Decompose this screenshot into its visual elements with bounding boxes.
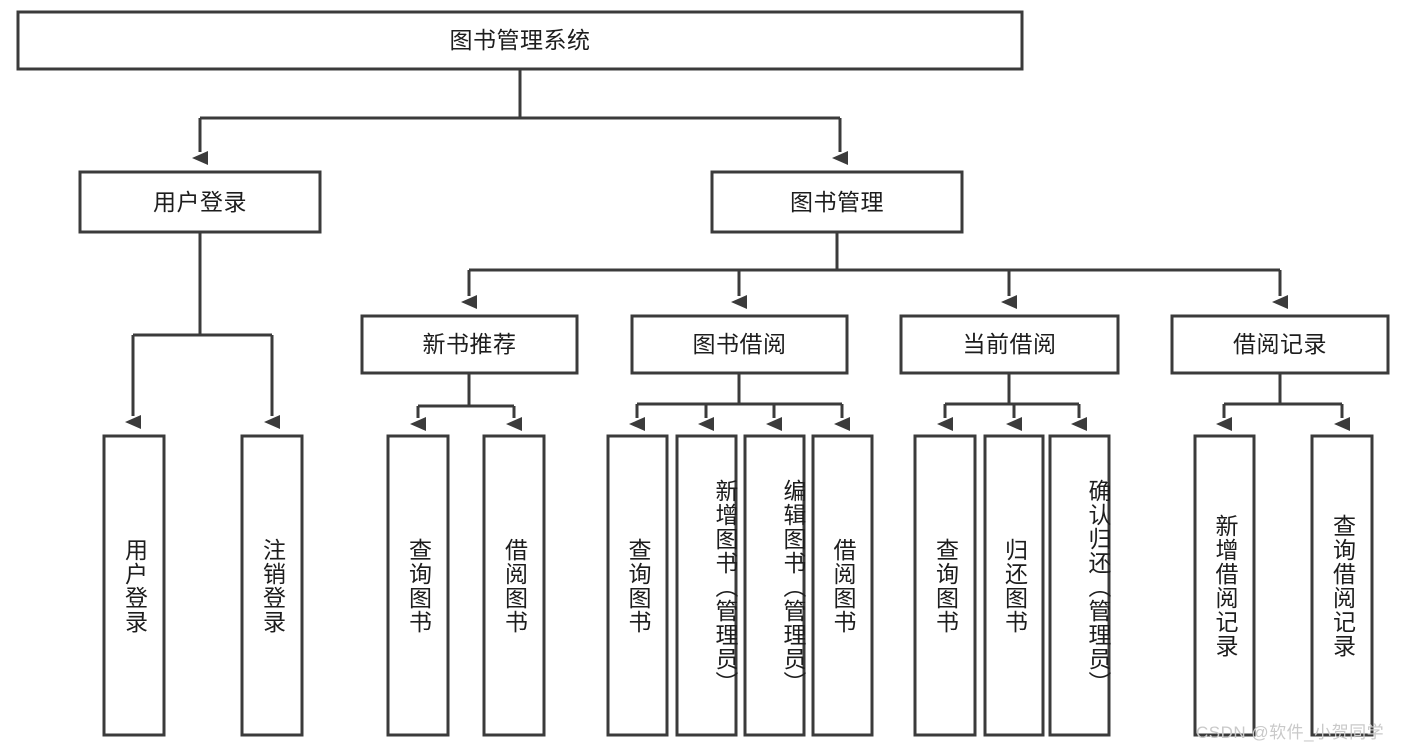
node-box-book-borrow[interactable] [630, 314, 849, 375]
node-box-leaf-add-book[interactable] [675, 434, 738, 737]
connector-new-book-recommend-to-leaves [410, 373, 522, 431]
node-box-leaf-borrow-book-recommend[interactable] [482, 434, 546, 737]
connector-borrow-record-to-leaves [1216, 373, 1350, 431]
node-box-root[interactable] [16, 10, 1024, 71]
node-box-leaf-borrow-book[interactable] [811, 434, 874, 737]
connector-book-borrow-to-leaves [629, 373, 850, 431]
connector-root-to-level2 [192, 69, 848, 165]
connector-user-login-to-leaves [125, 232, 280, 429]
node-box-book-management[interactable] [710, 170, 964, 234]
connector-book-management-to-level3 [461, 232, 1288, 309]
csdn-watermark: CSDN @软件_小贺同学 [1196, 723, 1385, 742]
node-box-leaf-query-borrow-record[interactable] [1310, 434, 1374, 737]
node-box-user-login[interactable] [78, 170, 322, 234]
node-box-leaf-query-book-current[interactable] [913, 434, 977, 737]
node-box-new-book-recommend[interactable] [360, 314, 579, 375]
node-box-current-borrow[interactable] [899, 314, 1120, 375]
node-box-leaf-add-borrow-record[interactable] [1193, 434, 1256, 737]
node-box-leaf-edit-book[interactable] [743, 434, 806, 737]
node-box-leaf-confirm-return[interactable] [1048, 434, 1111, 737]
node-box-leaf-return-book[interactable] [983, 434, 1045, 737]
node-box-leaf-query-book-borrow[interactable] [606, 434, 669, 737]
node-box-leaf-user-login[interactable] [102, 434, 166, 737]
node-box-borrow-record[interactable] [1170, 314, 1390, 375]
node-box-leaf-query-book-recommend[interactable] [386, 434, 450, 737]
connector-current-borrow-to-leaves [937, 373, 1087, 431]
node-box-leaf-logout[interactable] [240, 434, 304, 737]
